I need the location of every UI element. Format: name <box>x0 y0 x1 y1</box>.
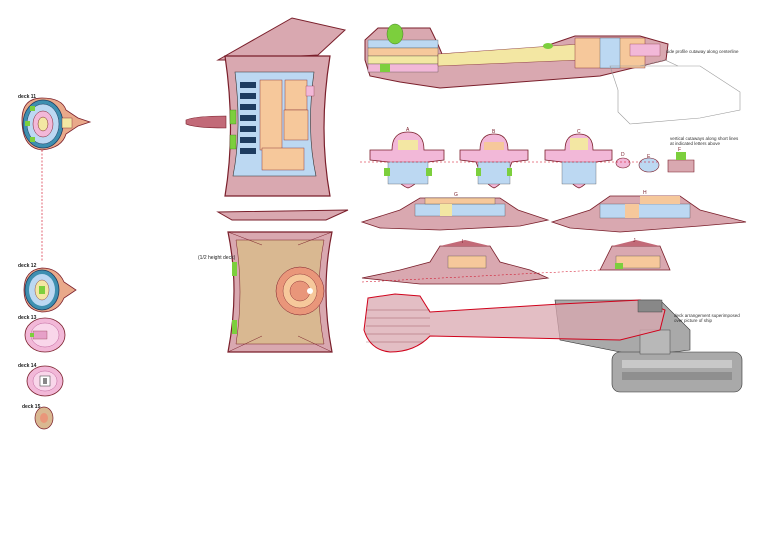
side-profile-note: side profile cutaway along centerline <box>666 49 739 54</box>
section-letter-f: F <box>678 147 682 153</box>
half-height-deck-plan <box>227 231 333 353</box>
section-letter-i: I <box>462 239 464 245</box>
section-letter-j: J <box>633 238 636 244</box>
section-letter-b: B <box>492 129 496 135</box>
deck-12-label: deck 12 <box>18 263 37 269</box>
deck-arrangement-note: deck arrangement superimposed over pictu… <box>674 313 740 324</box>
section-letter-h: H <box>643 190 647 196</box>
section-letter-e: E <box>647 154 651 160</box>
section-letter-a: A <box>406 127 410 133</box>
deck-13-plan <box>24 317 66 353</box>
cross-sections-row-1 <box>360 131 695 189</box>
deck-14-plan <box>26 365 64 397</box>
command-section-top-plan <box>185 17 349 221</box>
deck-arrangement-over-ship <box>363 293 743 393</box>
deck-14-label: deck 14 <box>18 363 37 369</box>
deck-12-plan <box>23 267 77 313</box>
deck-15-plan <box>34 406 54 430</box>
section-letter-d: D <box>621 152 625 158</box>
deck-11-plan <box>21 97 92 151</box>
deck-11-label: deck 11 <box>18 94 37 100</box>
side-profile-cutaway <box>364 23 741 125</box>
vertical-cutaways-note: vertical cutaways along short lines at i… <box>670 136 739 147</box>
deck-15-label: deck 15 <box>22 404 41 410</box>
half-height-deck-label: (1/2 height deck) <box>198 255 236 261</box>
deck-13-label: deck 13 <box>18 315 37 321</box>
section-letter-g: G <box>454 192 458 198</box>
section-letter-c: C <box>577 129 581 135</box>
cross-sections-row-2 <box>360 195 747 285</box>
